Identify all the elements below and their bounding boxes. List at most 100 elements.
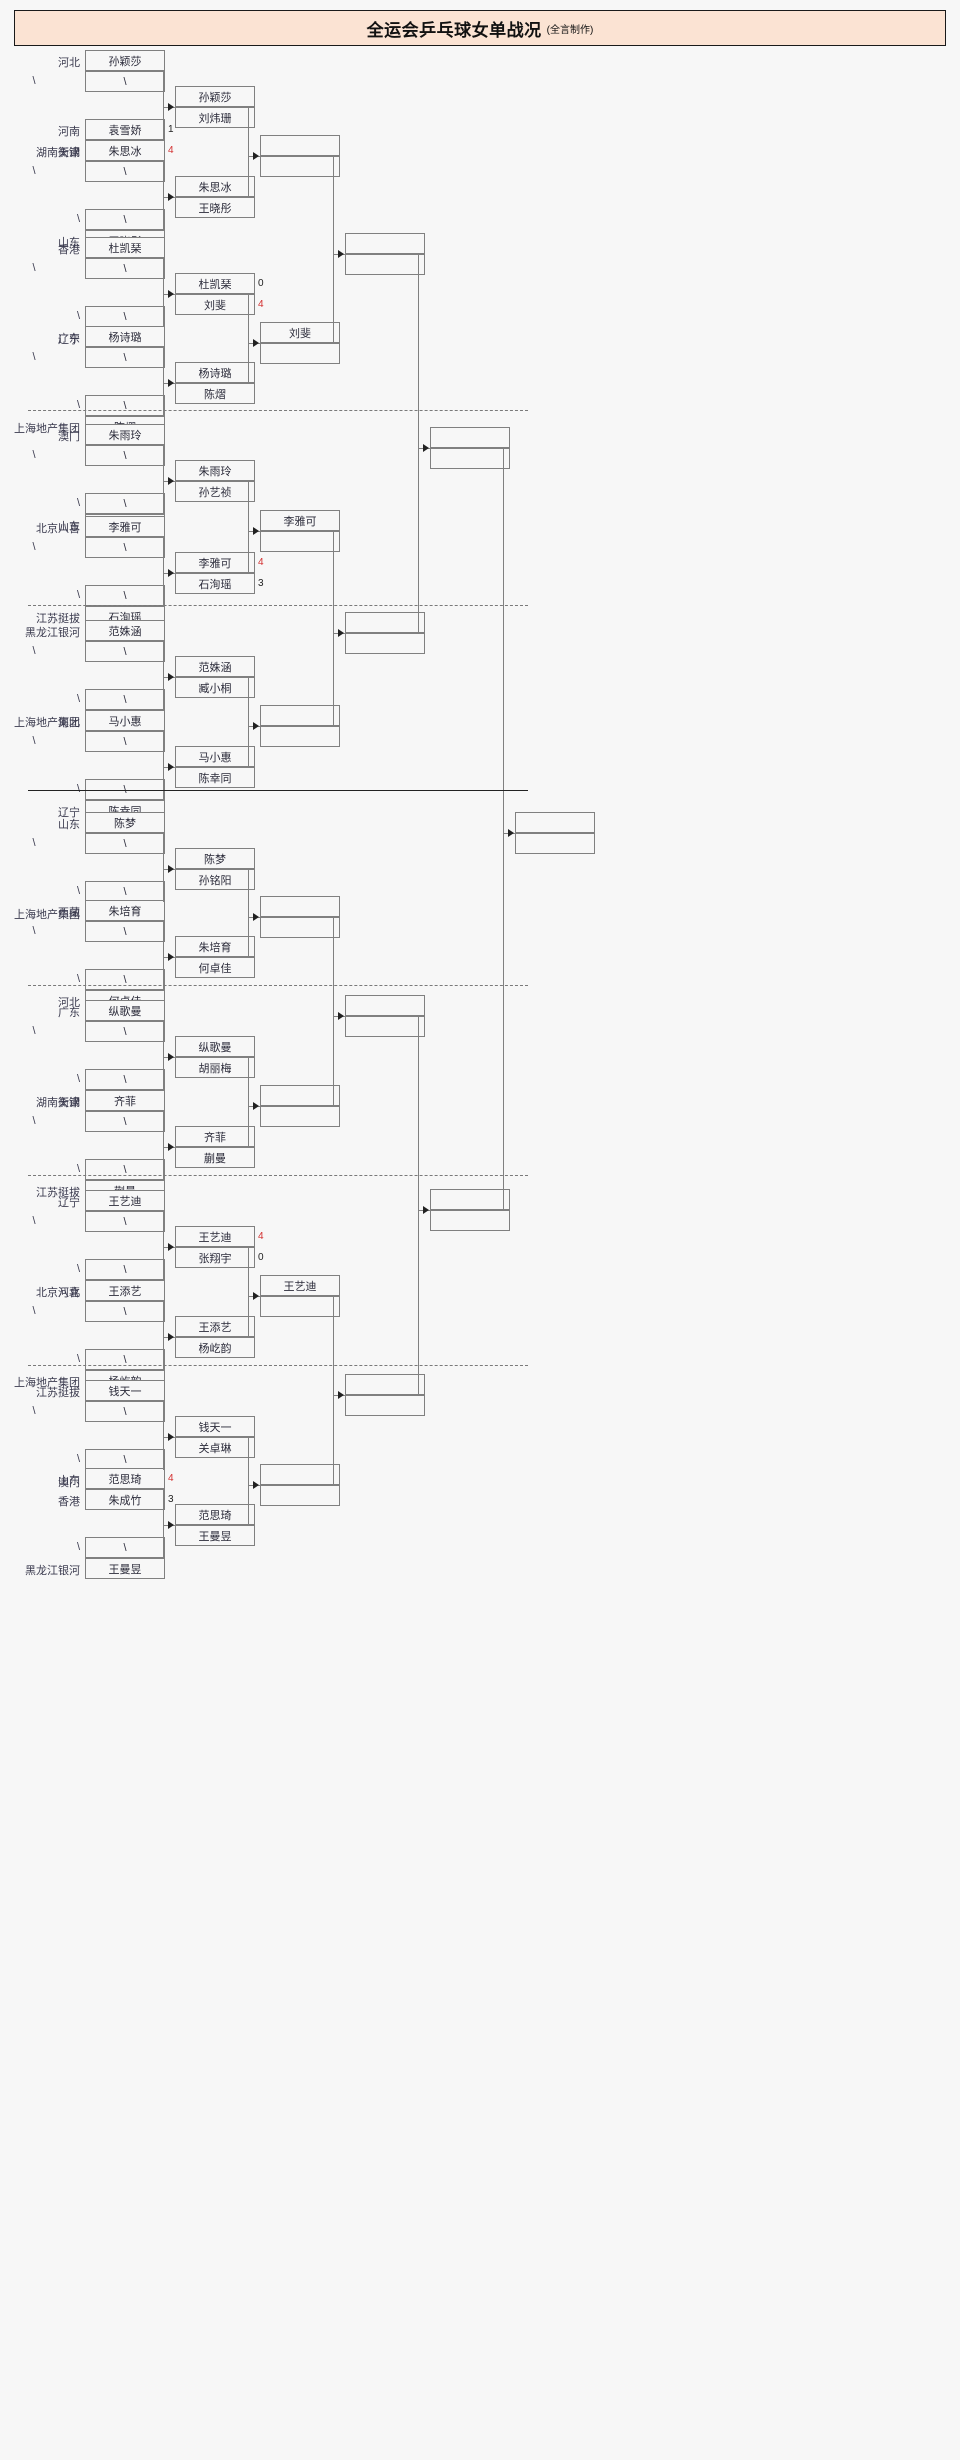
player-cell[interactable]: 朱思冰 bbox=[175, 176, 255, 197]
player-cell[interactable] bbox=[430, 448, 510, 469]
player-cell[interactable]: 何卓佳 bbox=[175, 957, 255, 978]
player-cell[interactable]: 朱雨玲 bbox=[85, 424, 165, 445]
player-cell[interactable] bbox=[260, 1106, 340, 1127]
player-cell[interactable] bbox=[260, 1085, 340, 1106]
player-cell[interactable]: 李雅可 bbox=[260, 510, 340, 531]
player-cell[interactable] bbox=[260, 917, 340, 938]
player-cell[interactable]: 齐菲 bbox=[175, 1126, 255, 1147]
player-cell[interactable]: 刘斐 bbox=[260, 322, 340, 343]
player-cell[interactable]: 石洵瑶 bbox=[175, 573, 255, 594]
player-cell[interactable]: 范思琦 bbox=[175, 1504, 255, 1525]
player-cell[interactable]: 杨屹韵 bbox=[175, 1337, 255, 1358]
player-cell[interactable]: 范思琦 bbox=[85, 1468, 165, 1489]
player-cell[interactable]: 陈幸同 bbox=[175, 767, 255, 788]
player-cell[interactable]: \ bbox=[85, 1069, 165, 1090]
player-cell[interactable]: 李雅可 bbox=[175, 552, 255, 573]
player-cell[interactable]: 刘斐 bbox=[175, 294, 255, 315]
player-cell[interactable]: \ bbox=[85, 1301, 165, 1322]
player-cell[interactable]: 孙颖莎 bbox=[175, 86, 255, 107]
player-cell[interactable]: 王曼昱 bbox=[85, 1558, 165, 1579]
player-cell[interactable]: \ bbox=[85, 71, 165, 92]
player-cell[interactable]: 朱培育 bbox=[175, 936, 255, 957]
player-cell-champion[interactable] bbox=[515, 833, 595, 854]
player-cell[interactable]: \ bbox=[85, 921, 165, 942]
player-cell[interactable]: \ bbox=[85, 1159, 165, 1180]
player-cell[interactable]: 孙铭阳 bbox=[175, 869, 255, 890]
player-cell[interactable]: \ bbox=[85, 209, 165, 230]
player-cell[interactable]: \ bbox=[85, 1211, 165, 1232]
player-cell[interactable] bbox=[345, 1016, 425, 1037]
player-cell[interactable]: 张翔宇 bbox=[175, 1247, 255, 1268]
player-cell[interactable]: 王艺迪 bbox=[260, 1275, 340, 1296]
player-cell[interactable]: 钱天一 bbox=[85, 1380, 165, 1401]
player-cell[interactable]: \ bbox=[85, 395, 165, 416]
player-cell[interactable] bbox=[430, 427, 510, 448]
player-cell[interactable]: 陈梦 bbox=[175, 848, 255, 869]
player-cell[interactable]: 孙艺祯 bbox=[175, 481, 255, 502]
player-cell[interactable]: 关卓琳 bbox=[175, 1437, 255, 1458]
player-cell[interactable]: \ bbox=[85, 731, 165, 752]
player-cell[interactable]: 王添艺 bbox=[175, 1316, 255, 1337]
player-cell[interactable]: \ bbox=[85, 1111, 165, 1132]
player-cell[interactable]: 杨诗璐 bbox=[175, 362, 255, 383]
player-cell[interactable] bbox=[260, 1485, 340, 1506]
player-cell[interactable]: 陈熠 bbox=[175, 383, 255, 404]
player-cell[interactable] bbox=[345, 254, 425, 275]
player-cell[interactable]: \ bbox=[85, 347, 165, 368]
player-cell[interactable]: 杨诗璐 bbox=[85, 326, 165, 347]
player-cell[interactable]: 王艺迪 bbox=[85, 1190, 165, 1211]
player-cell[interactable]: 蒯曼 bbox=[175, 1147, 255, 1168]
player-cell[interactable]: 钱天一 bbox=[175, 1416, 255, 1437]
player-cell[interactable]: 王曼昱 bbox=[175, 1525, 255, 1546]
player-cell-champion[interactable] bbox=[515, 812, 595, 833]
player-cell[interactable]: \ bbox=[85, 537, 165, 558]
player-cell[interactable]: \ bbox=[85, 969, 165, 990]
player-cell[interactable]: \ bbox=[85, 881, 165, 902]
player-cell[interactable] bbox=[260, 726, 340, 747]
player-cell[interactable]: 纵歌曼 bbox=[85, 1000, 165, 1021]
player-cell[interactable]: 范姝涵 bbox=[85, 620, 165, 641]
player-cell[interactable] bbox=[430, 1189, 510, 1210]
player-cell[interactable]: 朱思冰 bbox=[85, 140, 165, 161]
player-cell[interactable]: \ bbox=[85, 258, 165, 279]
player-cell[interactable]: 马小惠 bbox=[175, 746, 255, 767]
player-cell[interactable]: \ bbox=[85, 306, 165, 327]
player-cell[interactable]: 刘炜珊 bbox=[175, 107, 255, 128]
player-cell[interactable] bbox=[430, 1210, 510, 1231]
player-cell[interactable] bbox=[260, 1296, 340, 1317]
player-cell[interactable]: 孙颖莎 bbox=[85, 50, 165, 71]
player-cell[interactable]: \ bbox=[85, 1401, 165, 1422]
player-cell[interactable]: 朱雨玲 bbox=[175, 460, 255, 481]
player-cell[interactable]: 臧小桐 bbox=[175, 677, 255, 698]
player-cell[interactable] bbox=[345, 1374, 425, 1395]
player-cell[interactable] bbox=[345, 633, 425, 654]
player-cell[interactable]: 纵歌曼 bbox=[175, 1036, 255, 1057]
player-cell[interactable]: 马小惠 bbox=[85, 710, 165, 731]
player-cell[interactable]: 胡丽梅 bbox=[175, 1057, 255, 1078]
player-cell[interactable] bbox=[260, 705, 340, 726]
player-cell[interactable]: \ bbox=[85, 1021, 165, 1042]
player-cell[interactable]: 王添艺 bbox=[85, 1280, 165, 1301]
player-cell[interactable] bbox=[345, 233, 425, 254]
player-cell[interactable]: 杜凯琹 bbox=[175, 273, 255, 294]
player-cell[interactable]: \ bbox=[85, 1537, 165, 1558]
player-cell[interactable]: 范姝涵 bbox=[175, 656, 255, 677]
player-cell[interactable] bbox=[260, 156, 340, 177]
player-cell[interactable]: 李雅可 bbox=[85, 516, 165, 537]
player-cell[interactable] bbox=[260, 1464, 340, 1485]
player-cell[interactable]: \ bbox=[85, 1449, 165, 1470]
player-cell[interactable]: \ bbox=[85, 161, 165, 182]
player-cell[interactable]: \ bbox=[85, 493, 165, 514]
player-cell[interactable] bbox=[345, 612, 425, 633]
player-cell[interactable]: \ bbox=[85, 689, 165, 710]
player-cell[interactable]: \ bbox=[85, 585, 165, 606]
player-cell[interactable] bbox=[345, 1395, 425, 1416]
player-cell[interactable]: 王晓彤 bbox=[175, 197, 255, 218]
player-cell[interactable] bbox=[345, 995, 425, 1016]
player-cell[interactable]: \ bbox=[85, 445, 165, 466]
player-cell[interactable] bbox=[260, 531, 340, 552]
player-cell[interactable]: 杜凯琹 bbox=[85, 237, 165, 258]
player-cell[interactable]: 朱培育 bbox=[85, 900, 165, 921]
player-cell[interactable]: 袁雪娇 bbox=[85, 119, 165, 140]
player-cell[interactable]: 朱成竹 bbox=[85, 1489, 165, 1510]
